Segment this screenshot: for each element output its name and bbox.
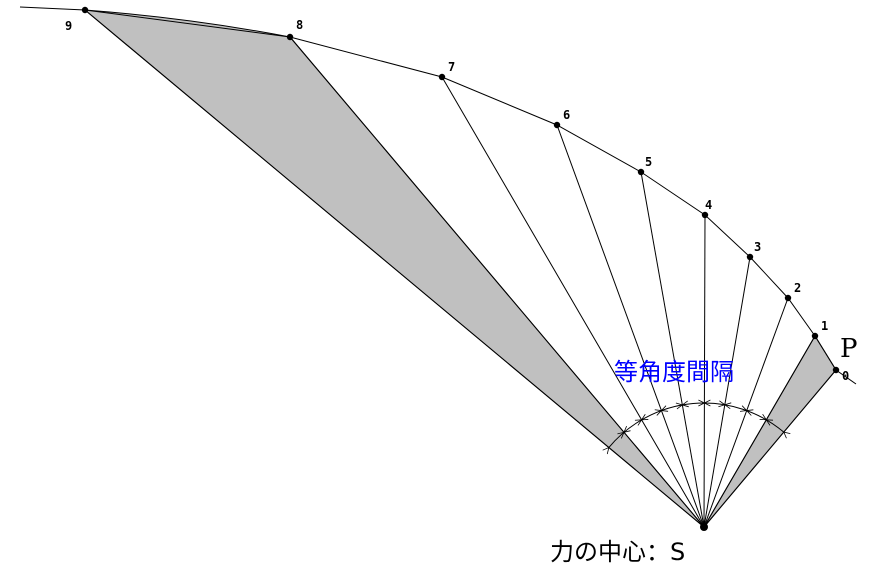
planet-label: P — [840, 334, 858, 364]
arc-arrow-icon — [759, 413, 768, 421]
orbit-point-0 — [832, 366, 840, 374]
point-label-1: 1 — [821, 319, 828, 333]
point-label-9: 9 — [65, 19, 72, 33]
radius-line-6 — [556, 124, 705, 528]
orbit-point-6 — [553, 121, 561, 129]
point-label-2: 2 — [794, 281, 801, 295]
radius-line-8 — [289, 36, 705, 528]
orbit-point-5 — [637, 168, 645, 176]
orbit-point-3 — [746, 253, 754, 261]
orbit-point-4 — [701, 211, 709, 219]
radius-line-5 — [640, 171, 705, 528]
arc-arrow-icon — [698, 399, 706, 407]
orbit-point-9 — [81, 6, 89, 14]
orbit-point-8 — [286, 33, 294, 41]
radius-line-2 — [703, 297, 789, 528]
point-label-4: 4 — [705, 198, 712, 212]
radius-line-1 — [703, 335, 816, 528]
radius-line-3 — [703, 256, 751, 528]
orbit-point-7 — [438, 73, 446, 81]
arc-arrow-icon — [617, 431, 625, 439]
point-label-3: 3 — [754, 240, 761, 254]
arc-arrow-icon — [783, 431, 791, 439]
force-center-label: 力の中心：S — [550, 538, 686, 566]
orbit-curve — [19, 6, 857, 385]
radius-line-4 — [703, 214, 706, 528]
point-label-0: 0 — [842, 369, 849, 383]
point-label-6: 6 — [563, 108, 570, 122]
arc-arrow-icon — [634, 419, 643, 426]
point-label-7: 7 — [448, 60, 455, 74]
radius-line-7 — [441, 76, 705, 528]
arc-arrow-icon — [654, 409, 663, 416]
force-center-point — [700, 523, 708, 531]
orbit-point-1 — [811, 332, 819, 340]
equal-angle-arc — [608, 402, 785, 448]
arc-arrow-icon — [602, 446, 610, 455]
radius-line-9 — [84, 9, 705, 528]
arc-arrow-icon — [739, 405, 748, 412]
orbit-point-2 — [784, 294, 792, 302]
radius-line-0 — [703, 369, 837, 528]
arc-arrow-icon — [675, 402, 684, 410]
point-label-5: 5 — [645, 155, 652, 169]
equal-angle-label: 等角度間隔 — [614, 358, 734, 386]
point-label-8: 8 — [296, 18, 303, 32]
arc-arrow-icon — [718, 400, 726, 408]
